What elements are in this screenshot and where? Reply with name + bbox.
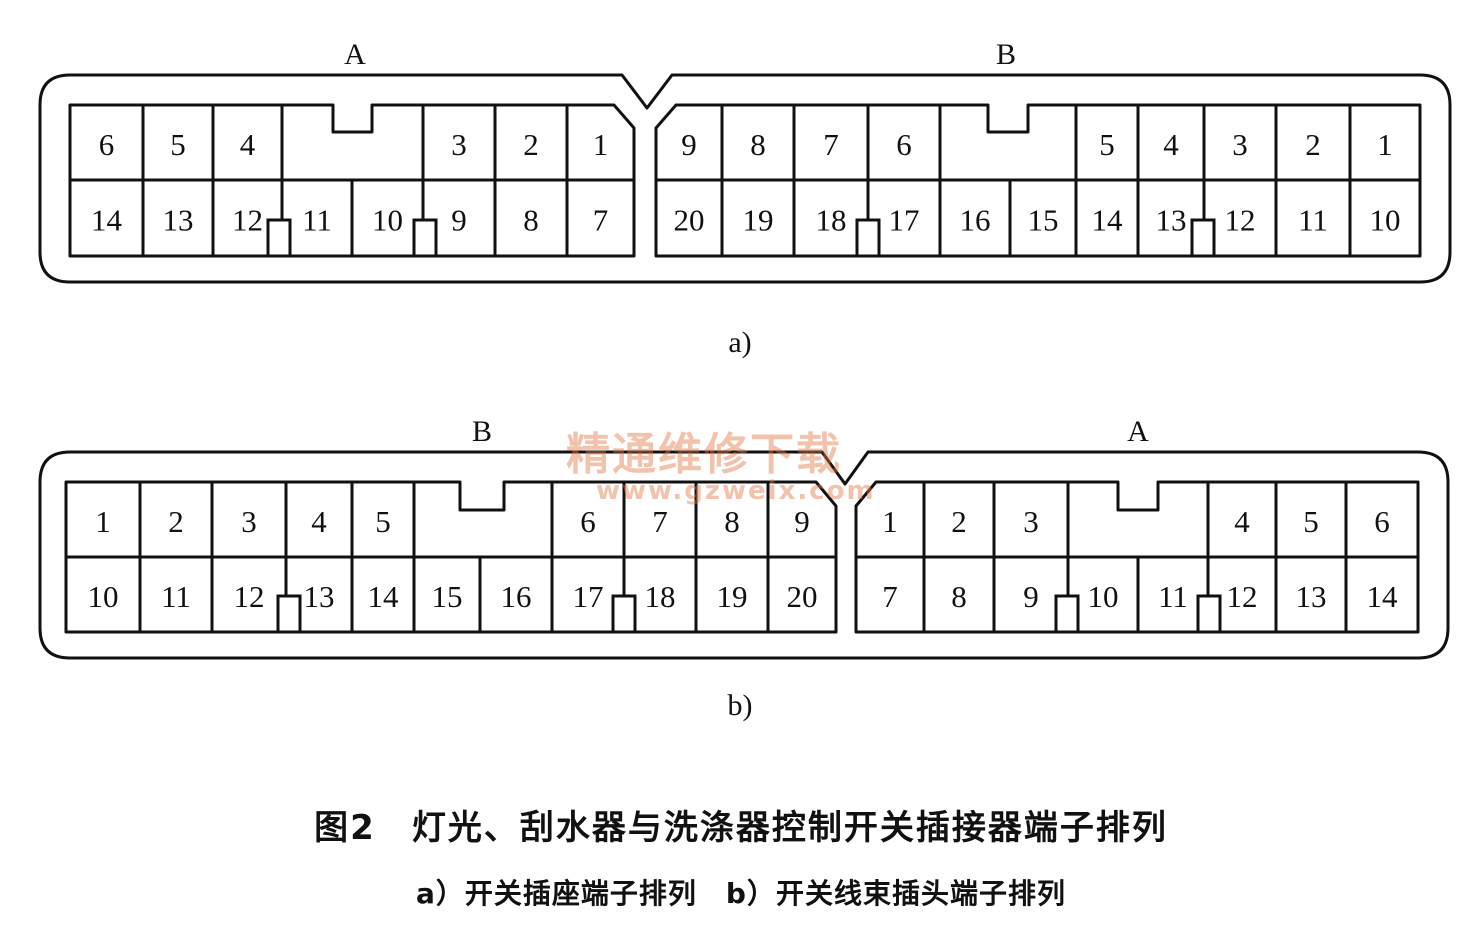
pin-label: 17 bbox=[573, 579, 604, 614]
pin-label: 2 bbox=[951, 504, 967, 539]
pin-label: 14 bbox=[368, 579, 400, 614]
pin-label: 8 bbox=[523, 203, 539, 238]
pin-label: 6 bbox=[580, 504, 596, 539]
label-diagram-a: a) bbox=[728, 326, 751, 359]
pin-label: 6 bbox=[896, 127, 912, 162]
pin-label: 6 bbox=[1374, 504, 1390, 539]
b-conn-a-key-notch bbox=[1054, 594, 1080, 634]
pin-label: 13 bbox=[1296, 579, 1327, 614]
pin-label: 8 bbox=[951, 579, 967, 614]
pin-label: 14 bbox=[1367, 579, 1399, 614]
label-diagram-b: b) bbox=[728, 689, 753, 722]
pin-label: 2 bbox=[1305, 127, 1321, 162]
housing-a-outline bbox=[38, 73, 1452, 284]
pin-label: 2 bbox=[523, 127, 539, 162]
pin-label: 13 bbox=[1156, 203, 1187, 238]
label-connector-b-top: B bbox=[996, 38, 1016, 71]
pin-label: 18 bbox=[816, 203, 847, 238]
pin-label: 6 bbox=[99, 127, 115, 162]
pin-label: 9 bbox=[794, 504, 810, 539]
pin-label: 12 bbox=[1227, 579, 1258, 614]
pin-label: 5 bbox=[170, 127, 186, 162]
pin-label: 17 bbox=[889, 203, 920, 238]
pin-label: 15 bbox=[1028, 203, 1059, 238]
pin-label: 4 bbox=[1234, 504, 1250, 539]
pin-label: 4 bbox=[1163, 127, 1179, 162]
pin-label: 4 bbox=[311, 504, 327, 539]
pin-label: 19 bbox=[743, 203, 774, 238]
pin-label: 5 bbox=[1303, 504, 1319, 539]
pin-label: 14 bbox=[91, 203, 123, 238]
pin-label: 10 bbox=[1088, 579, 1119, 614]
figure-title: 图2 灯光、刮水器与洗涤器控制开关插接器端子排列 bbox=[314, 808, 1168, 848]
pin-label: 3 bbox=[1232, 127, 1248, 162]
pin-label: 12 bbox=[1225, 203, 1256, 238]
pin-label: 16 bbox=[501, 579, 532, 614]
housing-b-outline bbox=[38, 450, 1450, 660]
pin-label: 5 bbox=[375, 504, 391, 539]
pin-label: 1 bbox=[882, 504, 898, 539]
pin-label: 12 bbox=[232, 203, 263, 238]
pin-label: 7 bbox=[652, 504, 668, 539]
pin-label: 15 bbox=[432, 579, 463, 614]
pin-label: 13 bbox=[163, 203, 194, 238]
pin-label: 9 bbox=[681, 127, 697, 162]
pin-label: 8 bbox=[750, 127, 766, 162]
pin-label: 4 bbox=[240, 127, 256, 162]
connector-a-body-top bbox=[68, 103, 636, 258]
pin-label: 1 bbox=[95, 504, 111, 539]
pin-label: 18 bbox=[645, 579, 676, 614]
pin-label: 9 bbox=[1023, 579, 1039, 614]
pin-label: 7 bbox=[593, 203, 609, 238]
pin-label: 19 bbox=[717, 579, 748, 614]
pin-label: 3 bbox=[241, 504, 257, 539]
watermark-text: 精通维修下载 bbox=[566, 429, 842, 480]
pin-label: 1 bbox=[593, 127, 609, 162]
a-conn-a-key-notch bbox=[412, 218, 438, 258]
pin-label: 11 bbox=[302, 203, 332, 238]
a-conn-b-key-notch bbox=[1190, 218, 1216, 258]
pin-label: 8 bbox=[724, 504, 740, 539]
pin-label: 10 bbox=[372, 203, 403, 238]
watermark-url: www.gzweix.com bbox=[596, 476, 876, 506]
connector-b-body-bottom bbox=[64, 480, 838, 634]
b-conn-b-key-notch bbox=[276, 594, 302, 634]
pin-label: 14 bbox=[1092, 203, 1124, 238]
pin-label: 16 bbox=[960, 203, 991, 238]
pin-label: 3 bbox=[451, 127, 467, 162]
b-conn-b-key-notch bbox=[611, 594, 637, 634]
pin-label: 11 bbox=[1158, 579, 1188, 614]
pin-label: 11 bbox=[161, 579, 191, 614]
pin-label: 5 bbox=[1099, 127, 1115, 162]
pin-label: 3 bbox=[1023, 504, 1039, 539]
pin-label: 9 bbox=[451, 203, 467, 238]
pin-label: 7 bbox=[823, 127, 839, 162]
pin-label: 10 bbox=[88, 579, 119, 614]
b-conn-a-key-notch bbox=[1196, 594, 1222, 634]
figure-subtitle: a）开关插座端子排列 b）开关线束插头端子排列 bbox=[416, 877, 1066, 910]
label-connector-a-bottom: A bbox=[1127, 415, 1149, 448]
pin-label: 7 bbox=[882, 579, 898, 614]
label-connector-b-bottom: B bbox=[472, 415, 492, 448]
label-connector-a-top: A bbox=[344, 38, 366, 71]
pin-label: 11 bbox=[1298, 203, 1328, 238]
pin-label: 13 bbox=[304, 579, 335, 614]
pin-label: 20 bbox=[674, 203, 705, 238]
pin-label: 12 bbox=[234, 579, 265, 614]
pin-label: 2 bbox=[168, 504, 184, 539]
pin-label: 20 bbox=[787, 579, 818, 614]
a-conn-b-key-notch bbox=[855, 218, 881, 258]
a-conn-a-key-notch bbox=[266, 218, 292, 258]
pin-label: 1 bbox=[1377, 127, 1393, 162]
pin-label: 10 bbox=[1370, 203, 1401, 238]
